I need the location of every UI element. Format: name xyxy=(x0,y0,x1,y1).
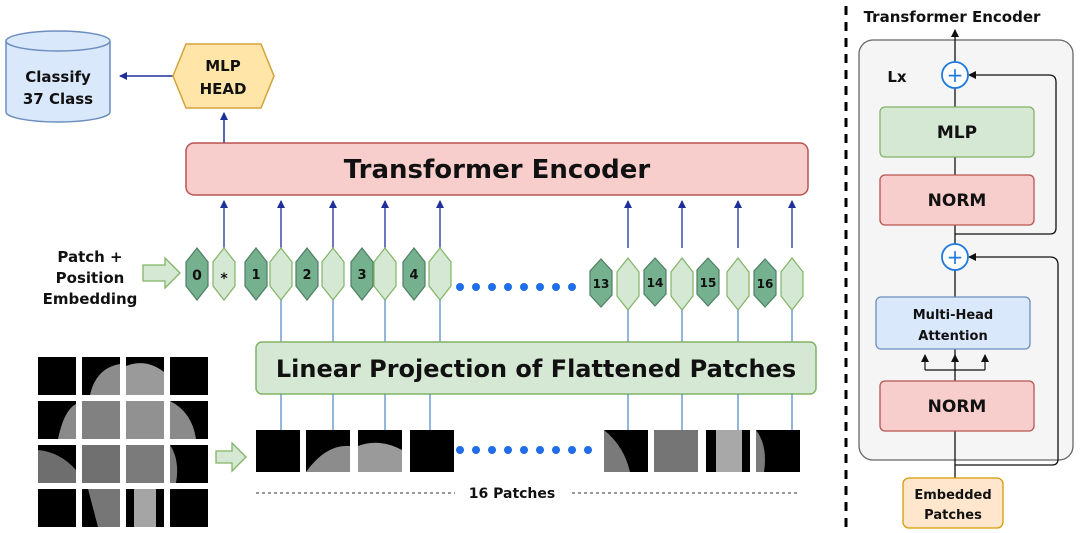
embedding-arrow xyxy=(142,256,181,290)
embedded-patches-block: Embedded Patches xyxy=(902,477,1004,529)
embedding-label-line2: Position xyxy=(56,269,125,287)
linear-projection-label: Linear Projection of Flattened Patches xyxy=(276,355,796,383)
svg-text:Patches: Patches xyxy=(924,508,982,523)
svg-text:Embedded: Embedded xyxy=(914,488,991,503)
linear-projection-box: Linear Projection of Flattened Patches xyxy=(255,341,817,395)
token-14: 14 xyxy=(643,257,667,307)
add-circle-bottom: + xyxy=(941,243,969,271)
projection-to-token-lines xyxy=(280,300,793,342)
token-14-embedding xyxy=(670,257,694,311)
token-4-embedding xyxy=(428,247,452,301)
mri-patch-grid xyxy=(38,357,208,527)
token-0-embedding xyxy=(212,247,236,301)
mlp-head-label-line2: HEAD xyxy=(200,80,247,98)
svg-text:NORM: NORM xyxy=(928,397,987,417)
patches-arrow xyxy=(215,441,247,473)
patch-3 xyxy=(358,430,402,472)
token-13: 13 xyxy=(589,258,613,308)
transformer-encoder-label: Transformer Encoder xyxy=(344,155,651,185)
token-3-embedding xyxy=(373,247,397,301)
token-0: 0 xyxy=(185,247,209,301)
patch-ellipsis-dots xyxy=(456,446,592,454)
token-2-embedding xyxy=(321,247,345,301)
svg-text:Multi-Head: Multi-Head xyxy=(913,308,994,323)
svg-text:4: 4 xyxy=(409,268,418,283)
patch-4 xyxy=(410,430,454,472)
svg-text:NORM: NORM xyxy=(928,191,987,211)
svg-text:1: 1 xyxy=(251,268,260,283)
flattened-patch-row xyxy=(256,430,800,472)
encoder-detail-title: Transformer Encoder xyxy=(864,8,1041,26)
norm-block-bottom: NORM xyxy=(879,380,1035,432)
classify-cylinder: Classify 37 Class xyxy=(5,30,111,123)
svg-text:13: 13 xyxy=(593,277,610,291)
attention-input-arrows xyxy=(921,354,989,371)
token-row: 0 * 1 2 3 4 xyxy=(185,247,804,311)
patch-16 xyxy=(756,430,800,472)
token-13-embedding xyxy=(616,257,640,311)
repeat-label: Lx xyxy=(887,68,907,86)
token-4: 4 xyxy=(402,247,426,301)
token-3: 3 xyxy=(350,247,374,301)
svg-text:MLP: MLP xyxy=(937,123,977,143)
patch-14 xyxy=(654,430,698,472)
svg-text:Attention: Attention xyxy=(918,329,987,344)
svg-text:3: 3 xyxy=(357,268,366,283)
token-2: 2 xyxy=(295,247,319,301)
token-15-embedding xyxy=(726,257,750,311)
token-1-embedding xyxy=(269,247,293,301)
token-1: 1 xyxy=(244,247,268,301)
multi-head-attention-block: Multi-Head Attention xyxy=(875,296,1031,350)
svg-text:+: + xyxy=(947,63,964,87)
patch-to-projection-lines xyxy=(280,394,793,430)
patch-13 xyxy=(604,430,648,472)
transformer-encoder-box: Transformer Encoder xyxy=(185,142,809,196)
classify-label-line1: Classify xyxy=(25,68,91,86)
svg-text:14: 14 xyxy=(647,276,664,290)
svg-text:15: 15 xyxy=(700,276,717,290)
svg-text:2: 2 xyxy=(302,268,311,283)
residual-2 xyxy=(955,71,1057,235)
ellipsis-dots xyxy=(456,283,576,291)
svg-text:0: 0 xyxy=(192,268,202,284)
residual-1 xyxy=(955,253,1059,466)
embedding-label-line3: Embedding xyxy=(43,290,138,308)
svg-text:16: 16 xyxy=(757,277,774,291)
patch-2 xyxy=(306,430,350,472)
mlp-head-hexagon: MLP HEAD xyxy=(172,43,275,109)
embedding-label-line1: Patch + xyxy=(57,248,122,266)
mlp-block: MLP xyxy=(879,106,1035,158)
token-16-embedding xyxy=(780,257,804,311)
patches-label: 16 Patches xyxy=(469,486,555,502)
token-15: 15 xyxy=(696,257,720,307)
svg-text:+: + xyxy=(947,245,964,269)
token-16: 16 xyxy=(753,258,777,308)
token-cls-label: * xyxy=(220,271,228,287)
mlp-head-label-line1: MLP xyxy=(205,57,240,75)
add-circle-top: + xyxy=(941,61,969,89)
token-to-encoder-arrows xyxy=(220,200,796,248)
patch-15 xyxy=(706,430,750,472)
patch-1 xyxy=(256,430,300,472)
norm-block-top: NORM xyxy=(879,174,1035,226)
classify-label-line2: 37 Class xyxy=(23,90,93,108)
